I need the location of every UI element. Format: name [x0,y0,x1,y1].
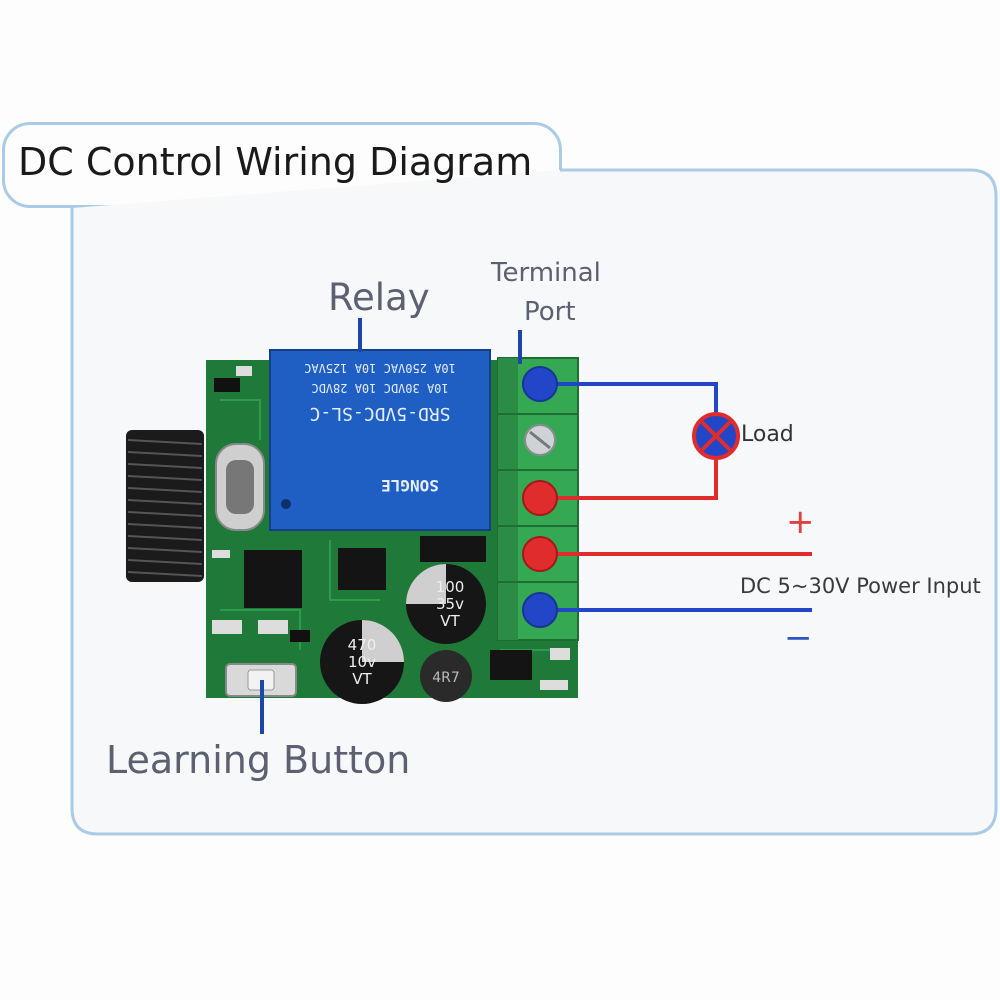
capacitor-100: 100 35v VT [406,564,486,644]
relay-model-text: SRD-5VDC-SL-C [310,403,451,424]
terminal-label-line2: Port [524,297,576,327]
terminal-screw-4 [522,536,558,572]
inductor-marking: 4R7 [432,670,460,686]
chip-ic [244,536,532,680]
learning-button-label: Learning Button [106,738,411,782]
capacitor-470-value: 470 [348,636,377,654]
capacitor-470-series: VT [352,670,372,688]
crystal-oscillator [215,443,265,531]
capacitor-100-series: VT [440,612,460,630]
terminal-screws [522,366,558,628]
wires [260,318,812,734]
diagram-title: DC Control Wiring Diagram [18,140,533,184]
relay-rating-text-2: 10A 250VAC 10A 125VAC [304,361,456,375]
inductor: 4R7 [420,650,472,702]
smd-components [212,366,570,690]
terminal-screw-5 [522,592,558,628]
capacitor-470-voltage: 10v [348,653,376,671]
capacitor-100-value: 100 [436,578,465,596]
terminal-screw-3 [522,480,558,516]
capacitor-100-voltage: 35v [436,595,464,613]
relay-dot [281,499,291,509]
relay-rating-text-1: 10A 30VDC 10A 28VDC [311,381,448,395]
relay-brand-text: SONGLE [381,476,439,495]
load-lamp-icon [692,412,740,460]
wire-load-negative [540,382,718,416]
antenna-coil [126,430,220,582]
relay-component: SRD-5VDC-SL-C 10A 30VDC 10A 28VDC 10A 25… [269,349,491,531]
capacitor-470: 470 10v VT [320,620,404,704]
negative-sign: − [784,618,813,658]
terminal-screw-1 [522,366,558,402]
terminal-label-line1: Terminal [491,258,601,288]
relay-label: Relay [328,276,430,319]
power-input-label: DC 5~30V Power Input [740,574,981,598]
wire-load-positive [540,456,718,500]
load-label: Load [741,422,794,447]
positive-sign: + [786,502,815,542]
